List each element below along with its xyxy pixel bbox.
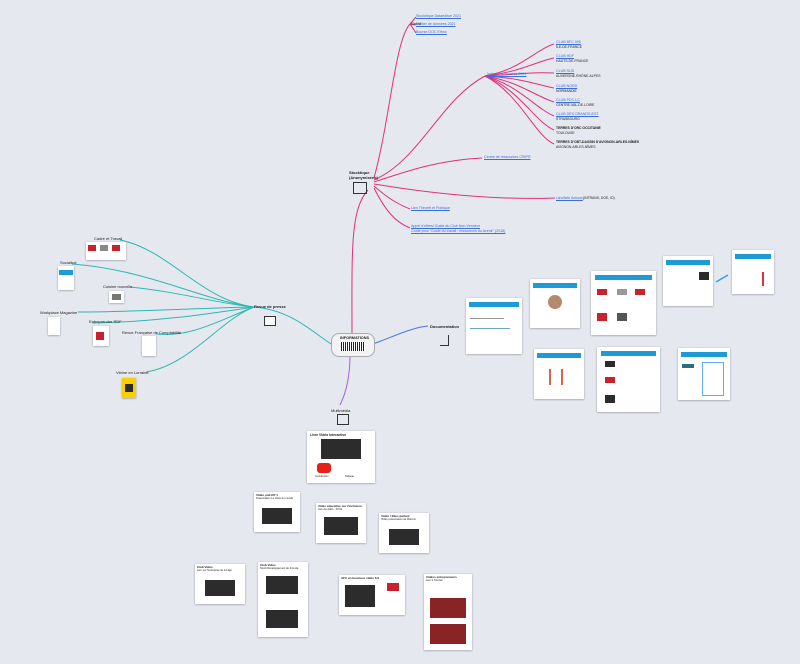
partner-link[interactable]: Lien/liste Actions bbox=[556, 196, 583, 200]
retail-link-2[interactable]: Fichier de données 2021 bbox=[416, 22, 456, 26]
doc-thumb-4[interactable] bbox=[663, 256, 713, 306]
club-name-7: TERRES D'ORC OCCITANIE bbox=[556, 126, 601, 130]
club-link-4[interactable]: CLUB NORD bbox=[556, 84, 578, 88]
club-link-2[interactable]: CLUB HDF bbox=[556, 54, 574, 58]
root-node[interactable]: INFORMATIONS bbox=[331, 333, 375, 357]
club-sub-8: AVIGNON-ARLES-NÎMES bbox=[556, 145, 596, 149]
club-link-3[interactable]: CLUB SUD bbox=[556, 69, 575, 73]
media-card-4-sub: Vidéo présentation de MaCom bbox=[381, 518, 416, 521]
doc-thumb-6[interactable] bbox=[534, 349, 584, 399]
media-card-7-title: AFC en business vidéo 1/2 bbox=[341, 576, 380, 580]
club-link-6[interactable]: CLUB DES GRANDS-EST bbox=[556, 112, 599, 116]
press-item-4[interactable]: Workplace Magazine bbox=[40, 310, 78, 315]
note-link-2a[interactable]: Appel d'offres/ Guide du Club Non-Vendeu… bbox=[411, 224, 480, 228]
club-name-5: CENTRE-VAL-DE-LOIRE bbox=[556, 103, 595, 107]
media-card-3[interactable]: Vidéo éducative sur l'inclusion Lien de … bbox=[316, 503, 366, 543]
press-item-5[interactable]: Entreprendre RDF bbox=[89, 319, 122, 324]
media-card-8[interactable]: Vidéos entrepreneurs Lien 2 Tutorial bbox=[424, 574, 472, 650]
stocktique-icon bbox=[353, 182, 367, 194]
media-card-4[interactable]: Vidéo / Elles parlent Vidéo présentation… bbox=[379, 513, 429, 553]
club-link-1[interactable]: CLUB BFC 005 bbox=[556, 40, 581, 44]
media-card-8-sub: Lien 2 Tutorial bbox=[426, 579, 443, 582]
multimedia-icon bbox=[337, 414, 349, 425]
note-link-1[interactable]: Lien Théorêt et Politique bbox=[411, 206, 450, 210]
media-card-5[interactable]: Club Vidéo Lien sur l'entreprise du 14 â… bbox=[195, 564, 245, 604]
media-card-6[interactable]: Club Vidéo Stock Développement de formul… bbox=[258, 562, 308, 637]
club-name-1: ÎLE-DE-FRANCE bbox=[556, 45, 582, 49]
press-item-6[interactable]: Revue Française de Comptabilité bbox=[122, 330, 182, 335]
media-card-1-title: Livre Vidéo Interactive bbox=[310, 433, 347, 437]
branch-subtitle-stocktique: (Anonymiséeo) bbox=[349, 175, 378, 180]
club-name-6: STRASBOURG bbox=[556, 117, 580, 121]
doc-thumb-5[interactable] bbox=[732, 250, 774, 294]
club-name-8: TERRES D'OBT-DASSIN D'AVIGNON-ARLES-NÎME… bbox=[556, 140, 640, 144]
doc-thumb-2[interactable] bbox=[530, 279, 580, 328]
press-thumb-5[interactable] bbox=[93, 326, 109, 346]
media-card-1-sub2: Tableau bbox=[345, 475, 355, 478]
doc-thumb-3[interactable] bbox=[591, 271, 656, 335]
doc-thumb-1[interactable] bbox=[466, 298, 522, 354]
branch-title-press[interactable]: Revue de presse bbox=[254, 304, 286, 309]
club-name-2: HAUTS-DE-FRANCE bbox=[556, 59, 589, 63]
press-item-2[interactable]: Socialbot bbox=[60, 260, 77, 265]
media-card-6-title: Club Vidéo bbox=[260, 563, 276, 567]
branch-lines-press bbox=[71, 239, 332, 373]
press-thumb-2[interactable] bbox=[58, 266, 74, 290]
media-card-5-title: Club Vidéo bbox=[197, 565, 213, 569]
branch-title-documentation[interactable]: Documentation bbox=[430, 324, 460, 329]
media-card-4-title: Vidéo / Elles parlent bbox=[381, 514, 410, 518]
media-card-3-sub: Lien de vidéo - 00:00 bbox=[318, 508, 343, 511]
note-link-2b[interactable]: Guide pour "Guide du travail : ressource… bbox=[411, 229, 506, 233]
press-thumb-4[interactable] bbox=[48, 317, 60, 335]
documentation-icon bbox=[440, 335, 449, 346]
retail-label[interactable]: Retail bbox=[411, 21, 422, 26]
media-card-6-sub: Stock Développement de formule bbox=[260, 567, 299, 570]
media-card-1-sub: Introduction bbox=[315, 475, 329, 478]
media-card-1[interactable]: Livre Vidéo Interactive Introduction Tab… bbox=[307, 431, 375, 483]
press-thumb-3[interactable] bbox=[109, 291, 124, 303]
root-image-icon bbox=[341, 342, 365, 351]
club-name-4: NORMANDIE bbox=[556, 89, 577, 93]
club-link-5[interactable]: CLUB PDC-LC bbox=[556, 98, 580, 102]
branch-lines-stocktique bbox=[351, 16, 556, 339]
media-card-2[interactable]: Vidéo pub DP 1 Présentation Le client du… bbox=[254, 492, 300, 532]
press-item-7[interactable]: Vitrine en Lorraine bbox=[116, 370, 149, 375]
partner-note: (INTRANS, DGE, ID) bbox=[583, 196, 615, 200]
press-thumb-6[interactable] bbox=[142, 336, 156, 356]
press-icon bbox=[264, 316, 276, 326]
centre-link[interactable]: Centre de ressources CRIPR bbox=[484, 155, 531, 159]
club-name-3: AUVERGNE-RHÔNE-ALPES bbox=[556, 74, 601, 78]
root-label: INFORMATIONS bbox=[340, 336, 370, 340]
branch-title-stocktique[interactable]: Stocktique bbox=[349, 170, 370, 175]
press-thumb-1[interactable] bbox=[86, 242, 126, 260]
media-card-5-sub: Lien sur l'entreprise du 14 âge bbox=[197, 569, 232, 572]
doc-thumb-8[interactable] bbox=[678, 348, 730, 400]
retail-link-3[interactable]: Bourse DOC Ethno bbox=[416, 30, 447, 34]
youtube-icon bbox=[317, 463, 331, 473]
media-card-8-title: Vidéos entrepreneurs bbox=[426, 575, 457, 579]
media-card-2-title: Vidéo pub DP 1 bbox=[256, 493, 278, 497]
doc-thumb-7[interactable] bbox=[597, 347, 660, 412]
media-card-3-title: Vidéo éducative sur l'inclusion bbox=[318, 504, 362, 508]
branch-line-documentation bbox=[372, 325, 429, 345]
index-link[interactable]: Indices / Annuaires 2021 bbox=[487, 72, 527, 76]
arrow-link bbox=[715, 274, 729, 283]
branch-line-multimedia bbox=[339, 354, 351, 406]
club-sub-7: TOULOUSE bbox=[556, 131, 575, 135]
press-item-3[interactable]: Cuisine nouvelle bbox=[103, 284, 133, 289]
press-thumb-7[interactable] bbox=[122, 378, 136, 398]
media-card-2-sub: Présentation Le client du monde bbox=[256, 497, 294, 500]
retail-link-1[interactable]: Stockitique Dataeditue 2021 bbox=[416, 14, 461, 18]
branch-title-multimedia[interactable]: Multimédia bbox=[331, 408, 351, 413]
press-item-1[interactable]: Cadré et Travail bbox=[94, 236, 123, 241]
media-card-7[interactable]: AFC en business vidéo 1/2 bbox=[339, 575, 405, 615]
